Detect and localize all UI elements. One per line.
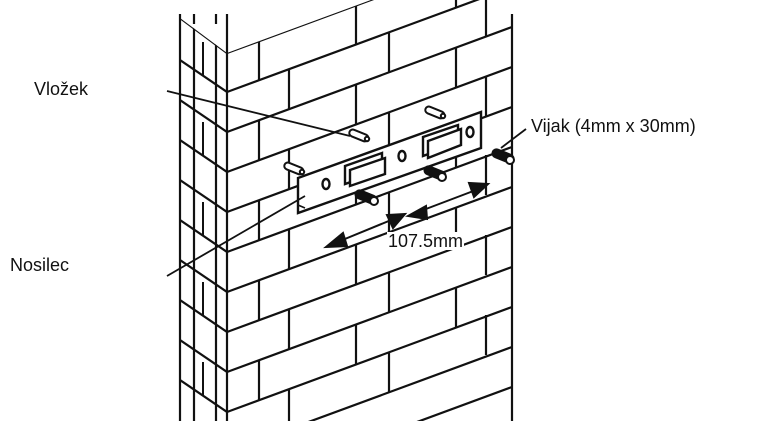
plug-icon <box>424 105 447 120</box>
label-insert: Vložek <box>34 79 89 99</box>
slot-left <box>343 151 387 188</box>
mounting-bracket <box>296 110 483 215</box>
arrowhead-icon <box>404 204 429 221</box>
dimension-arrows <box>323 181 491 249</box>
screws <box>354 148 515 206</box>
leader-insert <box>166 90 351 137</box>
arrowhead-icon <box>467 181 491 199</box>
leader-screw <box>500 128 527 149</box>
arrowhead-icon <box>323 231 349 249</box>
plug-icon <box>348 128 371 143</box>
plug-icon <box>283 161 306 176</box>
screw-icon <box>423 165 447 182</box>
screw-icon <box>491 148 515 165</box>
label-dimension: 107.5mm <box>387 231 465 251</box>
wall-plugs <box>283 105 447 176</box>
label-screw: Vijak (4mm x 30mm) <box>531 116 696 136</box>
slot-right <box>421 123 463 160</box>
brick-wall <box>178 0 514 421</box>
arrowhead-icon <box>385 212 408 230</box>
screw-icon <box>354 189 379 206</box>
leader-lines <box>166 90 527 277</box>
label-bracket: Nosilec <box>10 255 70 275</box>
leader-bracket <box>166 195 306 277</box>
